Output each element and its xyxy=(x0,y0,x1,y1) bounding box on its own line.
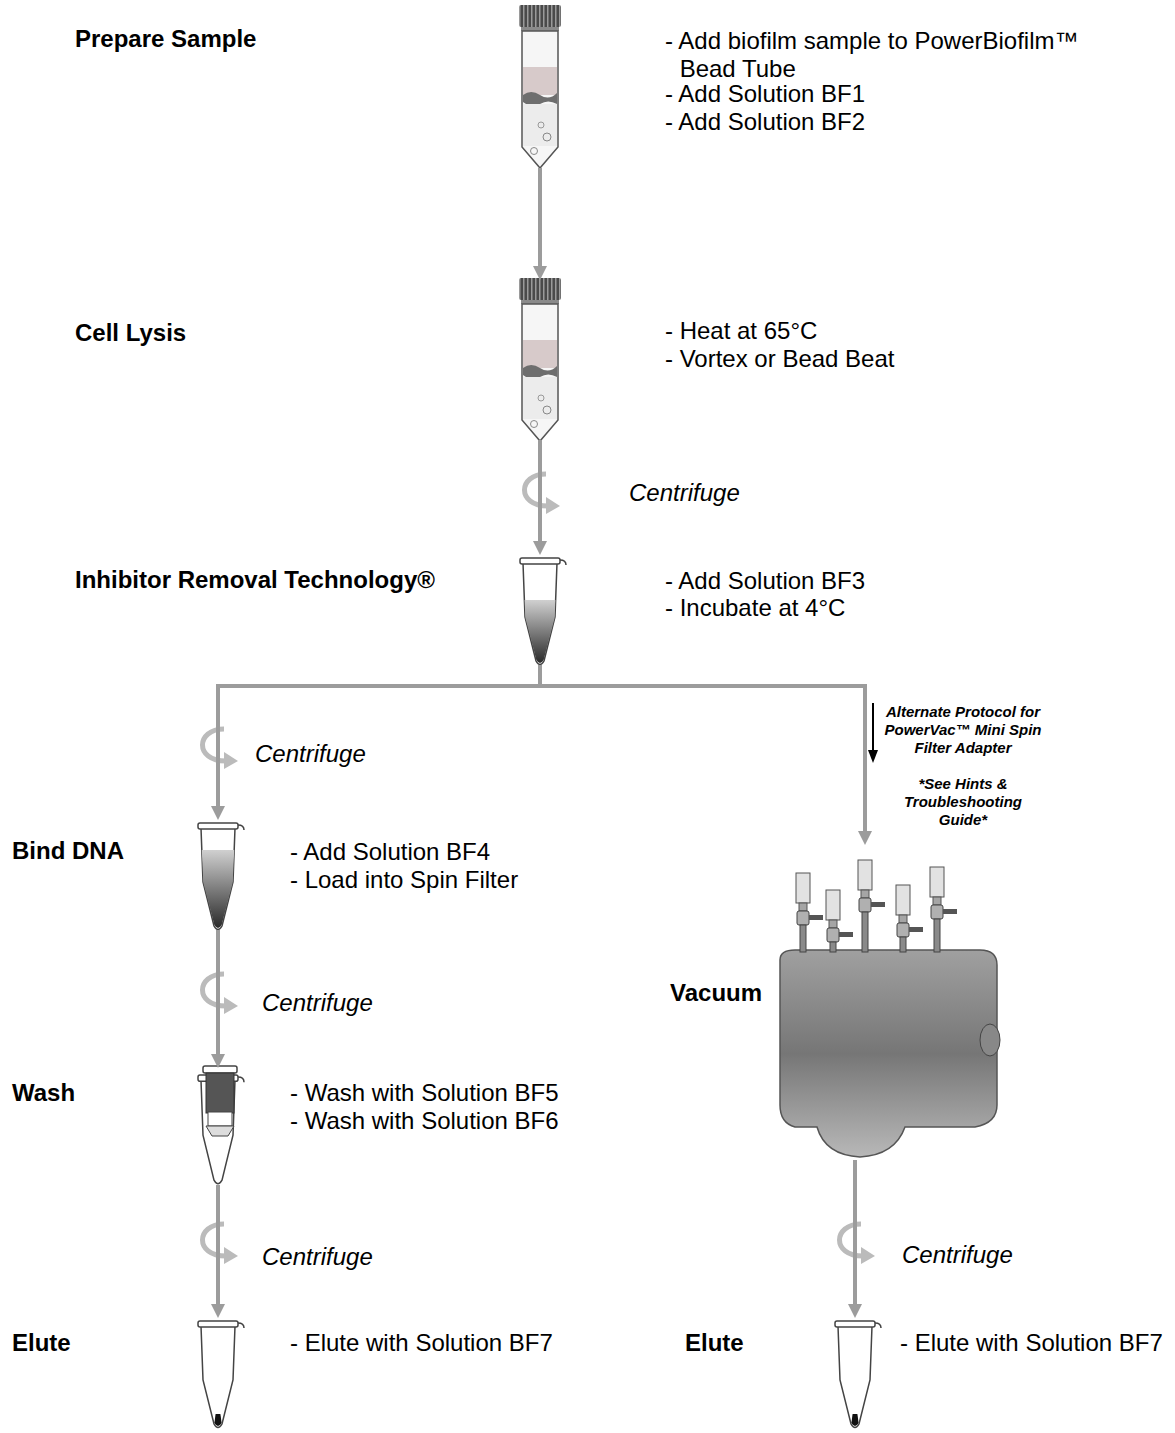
step-instruction: - Add Solution BF4 xyxy=(290,838,490,866)
process-step: Cell Lysis - Heat at 65°C- Vortex or Bead… xyxy=(70,280,930,440)
flow-arrow xyxy=(216,930,220,1056)
step-instruction: - Add Solution BF1 xyxy=(665,80,865,108)
pointer-arrow xyxy=(868,703,878,763)
edge-label: Centrifuge xyxy=(260,1243,375,1271)
step-instruction: - Add Solution BF2 xyxy=(665,108,865,136)
process-step: Elute - Elute with Solution BF7 xyxy=(680,1318,1168,1428)
step-instruction: - Vortex or Bead Beat xyxy=(665,345,894,373)
flow-arrow xyxy=(538,440,542,543)
micro-tube xyxy=(835,1321,881,1428)
flow-arrow xyxy=(538,168,542,268)
process-step: Elute - Elute with Solution BF7 xyxy=(5,1318,565,1428)
process-step: Inhibitor Removal Technology® - Add Solut… xyxy=(70,555,870,665)
vacuum-manifold xyxy=(780,860,1000,1157)
tube-liquid xyxy=(525,600,556,663)
micro-tube xyxy=(198,1321,244,1428)
flow-arrow xyxy=(218,665,540,808)
step-instruction: - Heat at 65°C xyxy=(665,317,817,345)
step-heading: Inhibitor Removal Technology® xyxy=(75,566,435,594)
centrifuge-symbol xyxy=(203,974,239,1014)
micro-tube xyxy=(520,558,566,665)
step-heading: Elute xyxy=(12,1329,71,1357)
flow-arrow xyxy=(216,1185,220,1306)
bead-tube xyxy=(519,278,561,441)
step-instruction: - Add Solution BF3 xyxy=(665,567,865,595)
spin-filter-tube xyxy=(198,1066,244,1184)
step-heading: Wash xyxy=(12,1079,75,1107)
centrifuge-symbol xyxy=(525,474,561,514)
tube-eluate xyxy=(851,1414,858,1426)
step-heading: Bind DNA xyxy=(12,837,124,865)
centrifuge-symbol xyxy=(203,1224,239,1264)
step-instruction: - Wash with Solution BF6 xyxy=(290,1107,559,1135)
centrifuge-symbol xyxy=(840,1224,876,1264)
step-instruction: - Wash with Solution BF5 xyxy=(290,1079,559,1107)
edge-label: Centrifuge xyxy=(900,1241,1015,1269)
step-heading: Cell Lysis xyxy=(75,319,186,347)
process-step: Prepare Sample - Add biofilm sample to Po… xyxy=(70,5,1110,168)
step-heading: Prepare Sample xyxy=(75,25,256,53)
edge-label: Centrifuge xyxy=(253,740,368,768)
note-text: Alternate Protocol for PowerVac™ Mini Sp… xyxy=(875,703,1051,757)
step-heading: Elute xyxy=(685,1329,744,1357)
note-text: *See Hints & Troubleshooting Guide* xyxy=(893,775,1033,829)
process-step: Wash - Wash with Solution BF5- Wash with … xyxy=(5,1068,575,1185)
process-step: Vacuum xyxy=(660,845,1005,1160)
step-instruction: - Incubate at 4°C xyxy=(665,594,845,622)
tube-eluate xyxy=(214,1414,221,1426)
edge-label: Centrifuge xyxy=(627,479,742,507)
step-heading: Vacuum xyxy=(670,979,762,1007)
bead-tube xyxy=(519,5,561,168)
process-step: Bind DNA - Add Solution BF4- Load into Sp… xyxy=(5,820,545,930)
step-instruction: - Add biofilm sample to PowerBiofilm™ Be… xyxy=(665,27,1105,83)
edge-label: Centrifuge xyxy=(260,989,375,1017)
step-instruction: - Elute with Solution BF7 xyxy=(900,1329,1163,1357)
step-instruction: - Elute with Solution BF7 xyxy=(290,1329,553,1357)
flow-arrow xyxy=(853,1160,857,1306)
tube-liquid xyxy=(202,850,234,928)
micro-tube xyxy=(198,823,244,930)
flow-arrow xyxy=(540,665,865,833)
step-instruction: - Load into Spin Filter xyxy=(290,866,518,894)
centrifuge-symbol xyxy=(203,729,239,769)
